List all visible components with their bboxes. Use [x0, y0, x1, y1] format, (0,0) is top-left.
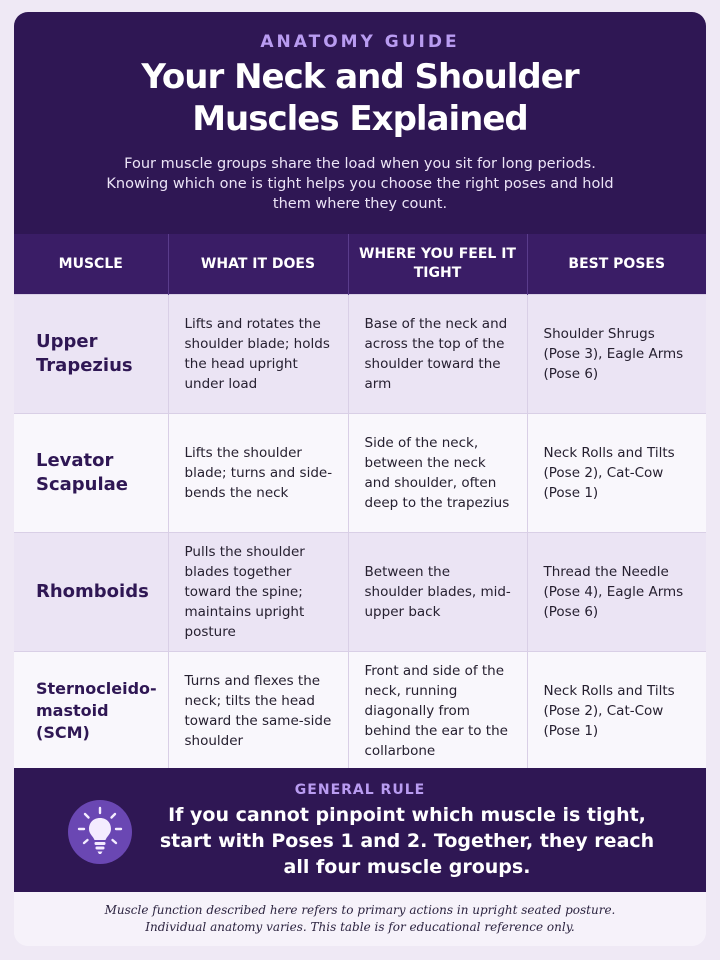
disclaimer-line-1: Muscle function described here refers to… [104, 903, 616, 917]
table-row: Sternocleido-mastoid (SCM) Turns and fle… [14, 651, 706, 770]
table-row: Levator Scapulae Lifts the shoulder blad… [14, 413, 706, 533]
infographic-card: ANATOMY GUIDE Your Neck and Shoulder Mus… [14, 12, 706, 946]
eyebrow: ANATOMY GUIDE [260, 32, 460, 52]
muscle-function: Pulls the shoulder blades together towar… [167, 532, 348, 652]
header: ANATOMY GUIDE Your Neck and Shoulder Mus… [14, 12, 706, 234]
general-rule-text: If you cannot pinpoint which muscle is t… [159, 804, 655, 878]
header-what-it-does: WHAT IT DOES [167, 234, 348, 295]
general-rule-panel: GENERAL RULE If you cannot pinpoint whic… [14, 768, 706, 892]
subtitle: Four muscle groups share the load when y… [106, 156, 614, 212]
muscle-function: Lifts and rotates the shoulder blade; ho… [167, 294, 348, 414]
muscle-function: Lifts the shoulder blade; turns and side… [167, 413, 348, 533]
muscle-table: MUSCLE WHAT IT DOES WHERE YOU FEEL IT TI… [14, 234, 706, 770]
muscle-location: Base of the neck and across the top of t… [347, 294, 527, 414]
table-row: Upper Trapezius Lifts and rotates the sh… [14, 294, 706, 414]
muscle-poses: Thread the Needle (Pose 4), Eagle Arms (… [526, 532, 706, 652]
general-rule-label: GENERAL RULE [294, 782, 426, 798]
header-muscle: MUSCLE [14, 234, 168, 295]
muscle-name: Sternocleido-mastoid (SCM) [14, 651, 168, 770]
muscle-poses: Neck Rolls and Tilts (Pose 2), Cat-Cow (… [526, 651, 706, 770]
table-row: Rhomboids Pulls the shoulder blades toge… [14, 532, 706, 652]
header-best-poses: BEST POSES [526, 234, 706, 295]
muscle-name: Rhomboids [14, 532, 168, 652]
muscle-name: Upper Trapezius [14, 294, 168, 414]
disclaimer: Muscle function described here refers to… [14, 892, 706, 946]
muscle-location: Between the shoulder blades, mid-upper b… [347, 532, 527, 652]
muscle-function: Turns and flexes the neck; tilts the hea… [167, 651, 348, 770]
lightbulb-icon [68, 800, 132, 864]
muscle-location: Side of the neck, between the neck and s… [347, 413, 527, 533]
muscle-location: Front and side of the neck, running diag… [347, 651, 527, 770]
table-header-row: MUSCLE WHAT IT DOES WHERE YOU FEEL IT TI… [14, 234, 706, 295]
muscle-poses: Neck Rolls and Tilts (Pose 2), Cat-Cow (… [526, 413, 706, 533]
disclaimer-line-2: Individual anatomy varies. This table is… [145, 920, 575, 934]
muscle-poses: Shoulder Shrugs (Pose 3), Eagle Arms (Po… [526, 294, 706, 414]
muscle-name: Levator Scapulae [14, 413, 168, 533]
title-line-1: Your Neck and Shoulder [141, 57, 579, 97]
header-where-tight: WHERE YOU FEEL IT TIGHT [347, 234, 527, 295]
title-line-2: Muscles Explained [192, 99, 529, 139]
page-title: Your Neck and Shoulder Muscles Explained [14, 56, 706, 140]
